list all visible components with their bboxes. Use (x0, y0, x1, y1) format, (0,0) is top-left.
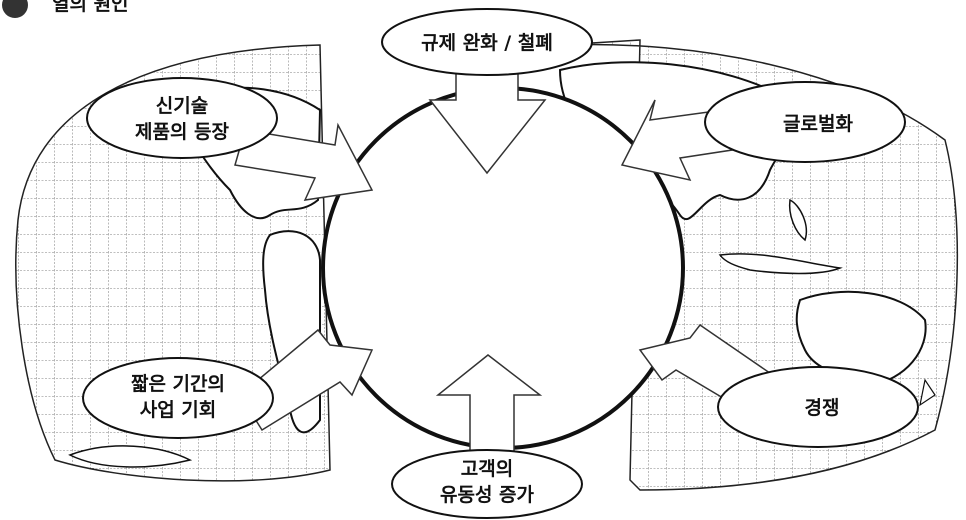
bubble-top: 규제 완화 / 철폐 (381, 8, 593, 76)
bubble-top-left: 신기술 제품의 등장 (86, 77, 278, 159)
svg-text:경쟁: 경쟁 (805, 397, 840, 419)
svg-text:규제 완화 / 철폐: 규제 완화 / 철폐 (421, 32, 553, 54)
svg-text:글로벌화: 글로벌화 (783, 113, 853, 135)
svg-text:유동성 증가: 유동성 증가 (440, 484, 535, 506)
arrows (234, 61, 781, 469)
svg-text:사업 기회: 사업 기회 (140, 399, 217, 421)
bubble-bottom-left: 짧은 기간의 사업 기회 (82, 357, 274, 439)
arrow-top-left (234, 122, 374, 201)
title-bullet-icon (2, 0, 28, 18)
svg-text:제품의 등장: 제품의 등장 (135, 121, 230, 143)
bubble-top-right: 글로벌화 (704, 81, 906, 163)
bubble-bottom: 고객의 유동성 증가 (391, 449, 583, 519)
svg-text:신기술: 신기술 (156, 95, 208, 117)
svg-text:고객의: 고객의 (461, 458, 513, 480)
svg-text:짧은 기간의: 짧은 기간의 (131, 373, 225, 395)
arrow-bottom-left (239, 328, 374, 432)
bubble-bottom-right: 경쟁 (717, 366, 919, 448)
page-title: 열의 원인 (52, 0, 129, 15)
